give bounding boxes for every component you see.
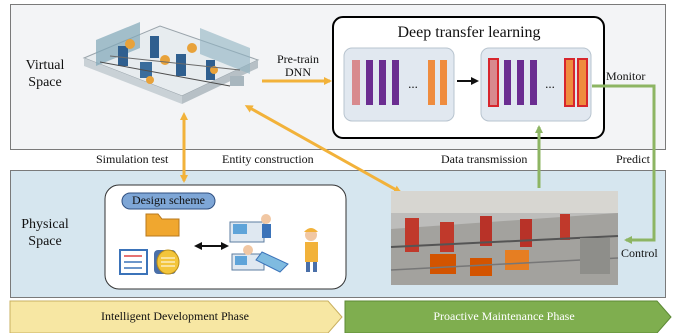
physical-space-label: Physical Space [21, 217, 69, 249]
pretrain-label: Pre-train DNN [277, 52, 319, 79]
data-transmission-label: Data transmission [441, 152, 528, 166]
monitor-label: Monitor [606, 69, 646, 83]
virtual-space-label: Virtual Space [25, 58, 65, 90]
target-layer-3 [530, 60, 537, 105]
dtl-title: Deep transfer learning [397, 24, 540, 41]
intelligent-phase-banner [9, 300, 343, 333]
simulation-test-label: Simulation test [96, 152, 169, 166]
control-label: Control [621, 246, 658, 260]
document-stack-icon [154, 249, 180, 275]
source-layer-2 [379, 60, 386, 105]
source-ellipsis: ... [408, 76, 418, 91]
physical-factory-photo [390, 191, 619, 285]
source-layer-5 [440, 60, 447, 105]
target-layer-4 [564, 58, 575, 107]
predict-label: Predict [616, 152, 650, 166]
design-scheme-tag [121, 192, 216, 210]
design-scheme-label: Design scheme [132, 193, 205, 207]
entity-construction-arrow [244, 105, 402, 194]
virtual-factory-illustration [82, 22, 260, 104]
target-ellipsis: ... [545, 76, 555, 91]
target-layer-1 [504, 60, 511, 105]
monitor-predict-arrow [592, 84, 656, 244]
intelligent-phase-label: Intelligent Development Phase [101, 309, 249, 323]
target-layer-2 [517, 60, 524, 105]
target-layer-input [488, 58, 499, 107]
checklist-icon [119, 249, 148, 275]
entity-construction-label: Entity construction [222, 152, 314, 166]
source-layer-4 [428, 60, 435, 105]
source-layer-3 [392, 60, 399, 105]
target-layer-5 [577, 58, 588, 107]
folder-icon [145, 213, 180, 237]
source-layer-input [352, 60, 360, 105]
engineers-icon [229, 214, 318, 273]
proactive-phase-label: Proactive Maintenance Phase [433, 309, 575, 323]
source-layer-1 [366, 60, 373, 105]
proactive-phase-banner [344, 300, 672, 333]
